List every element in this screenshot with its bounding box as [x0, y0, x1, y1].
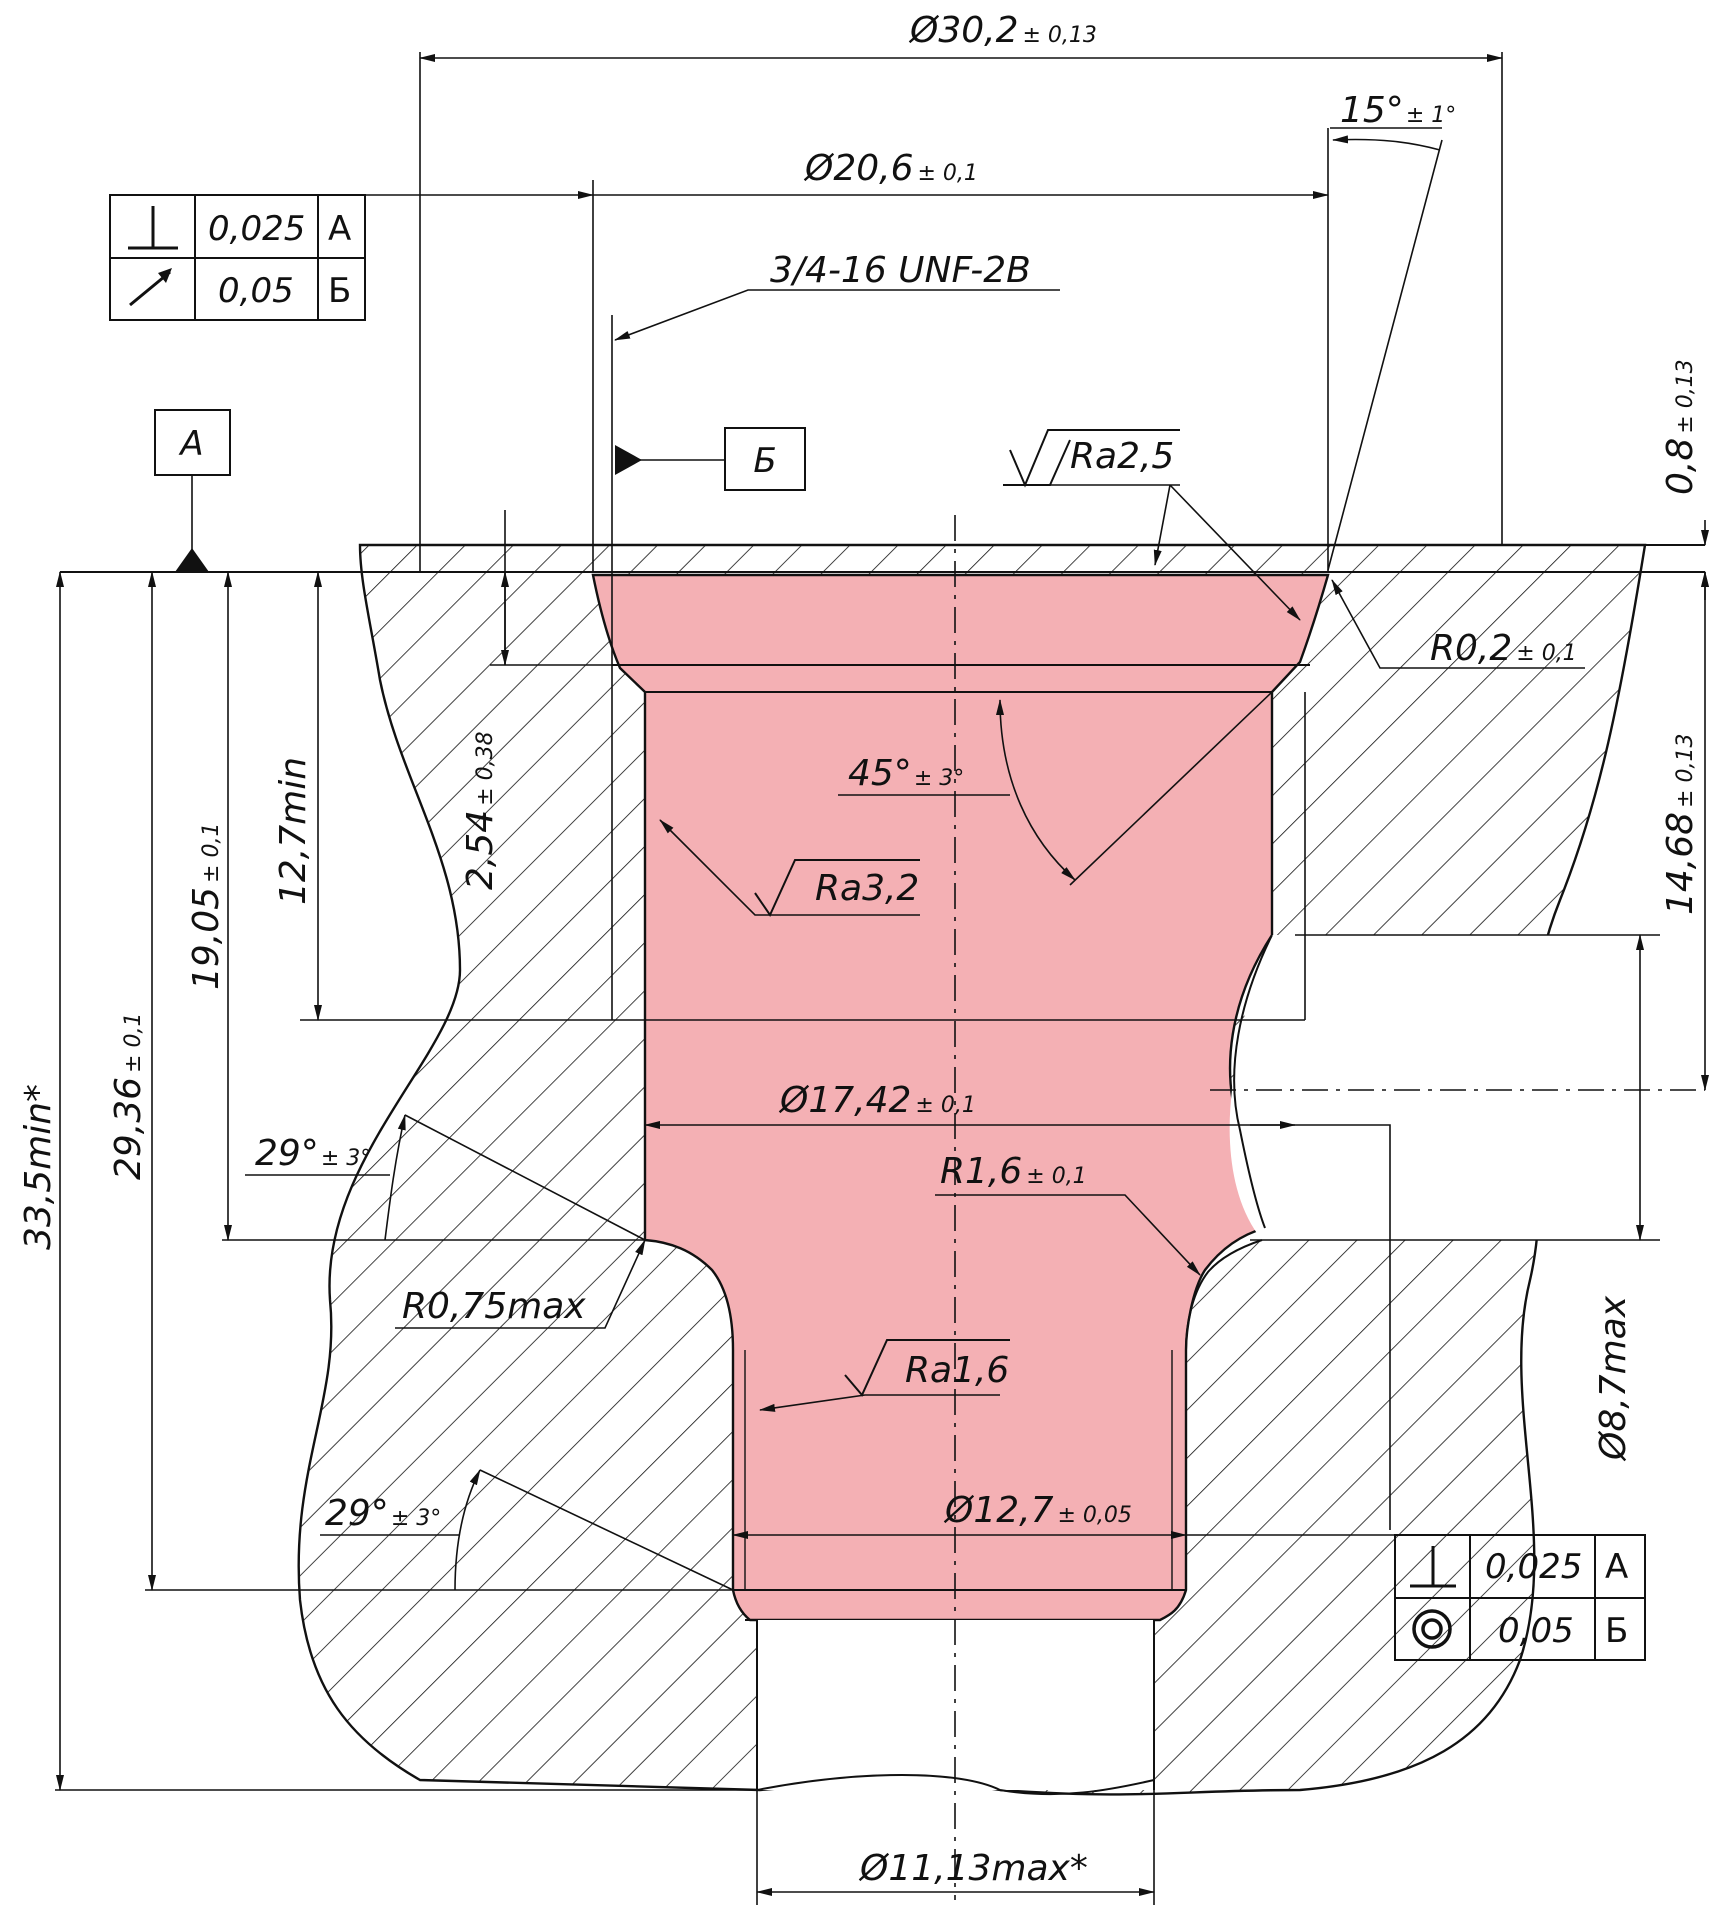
angle-top: 15°: [1340, 90, 1404, 131]
svg-text:А: А: [178, 424, 203, 464]
svg-text:0,025: 0,025: [1485, 1547, 1582, 1587]
svg-text:Ø30,2± 0,13: Ø30,2± 0,13: [908, 10, 1097, 51]
svg-text:45°± 3°: 45°± 3°: [848, 753, 964, 794]
svg-text:R1,6± 0,1: R1,6± 0,1: [940, 1151, 1087, 1192]
depth-thread: 12,7min: [273, 757, 314, 905]
svg-text:19,05± 0,1: 19,05± 0,1: [186, 823, 227, 990]
surface-finish-top: Ra2,5: [1009, 429, 1180, 488]
datum-a-box: А: [154, 409, 231, 476]
svg-text:14,68± 0,13: 14,68± 0,13: [1660, 734, 1701, 915]
svg-text:Б: Б: [753, 441, 776, 481]
svg-text:0,05: 0,05: [218, 271, 294, 311]
tolerance-frame-bottom: 0,025 0,05 А Б: [1394, 1534, 1646, 1661]
svg-text:Ra2,5: Ra2,5: [1070, 436, 1174, 477]
depth-face: 0,8: [1660, 438, 1701, 495]
svg-text:А: А: [1605, 1547, 1628, 1587]
side-passage: [1229, 934, 1640, 1240]
dim-drill-diameter: Ø11,13max*: [858, 1848, 1088, 1889]
svg-text:Ra3,2: Ra3,2: [815, 868, 919, 909]
angle-chamfer: 45°: [848, 753, 912, 794]
svg-text:0,025: 0,025: [208, 209, 305, 249]
dim-bore-diameter: Ø17,42: [778, 1080, 911, 1121]
dim-side-diameter: Ø8,7max: [1593, 1295, 1634, 1462]
angle-lower-2: 29°: [325, 1493, 389, 1534]
runout-icon: [129, 268, 172, 307]
datum-b-box: Б: [724, 427, 806, 491]
perpendicularity-icon: [1410, 1546, 1456, 1588]
depth-side: 14,68: [1660, 812, 1701, 915]
tolerance-frame-top: 0,025 0,05 А Б: [109, 194, 366, 321]
svg-text:0,05: 0,05: [1498, 1611, 1574, 1651]
surface-finish-port: Ra1,6: [844, 1339, 1010, 1397]
svg-text:Ø20,6± 0,1: Ø20,6± 0,1: [803, 148, 978, 189]
dimension-texts: Ø30,2± 0,13 Ø20,6± 0,1 3/4-16 UNF-2B 15°…: [18, 10, 1701, 1889]
svg-text:29,36± 0,1: 29,36± 0,1: [108, 1013, 149, 1180]
svg-text:R0,2± 0,1: R0,2± 0,1: [1430, 628, 1577, 669]
svg-text:Ra1,6: Ra1,6: [905, 1350, 1009, 1391]
radius-groove: R1,6: [940, 1151, 1022, 1192]
depth-port: 29,36: [108, 1077, 149, 1180]
radius-bottom: R0,75max: [402, 1286, 586, 1327]
svg-text:Б: Б: [1605, 1611, 1628, 1651]
svg-text:А: А: [328, 209, 351, 249]
svg-text:29°± 3°: 29°± 3°: [255, 1133, 371, 1174]
center-lines: [954, 515, 1705, 1900]
thread-spec: 3/4-16 UNF-2B: [770, 250, 1031, 291]
datum-markers: [175, 445, 642, 572]
radius-top: R0,2: [1430, 628, 1512, 669]
dim-thread-diameter: Ø20,6: [803, 148, 914, 189]
svg-text:2,54± 0,38: 2,54± 0,38: [460, 731, 501, 890]
drill-hole: [756, 1620, 1155, 1796]
surface-finish-thread: Ra3,2: [754, 859, 920, 918]
concentricity-icon: [1412, 1609, 1452, 1649]
top-face: [60, 544, 1705, 573]
depth-chamfer: 2,54: [460, 810, 501, 890]
dim-outer-diameter: Ø30,2: [908, 10, 1019, 51]
svg-text:Б: Б: [328, 271, 351, 311]
depth-bore: 19,05: [186, 887, 227, 990]
dim-port-diameter: Ø12,7: [943, 1490, 1054, 1531]
dimension-lines: [55, 52, 1709, 1905]
perpendicularity-icon: [128, 206, 178, 250]
svg-text:0,8± 0,13: 0,8± 0,13: [1660, 359, 1701, 495]
angle-lower-1: 29°: [255, 1133, 319, 1174]
svg-text:Ø17,42± 0,1: Ø17,42± 0,1: [778, 1080, 976, 1121]
svg-text:29°± 3°: 29°± 3°: [325, 1493, 441, 1534]
depth-total: 33,5min*: [18, 1084, 59, 1250]
svg-text:Ø12,7± 0,05: Ø12,7± 0,05: [943, 1490, 1132, 1531]
svg-text:15°± 1°: 15°± 1°: [1340, 90, 1456, 131]
